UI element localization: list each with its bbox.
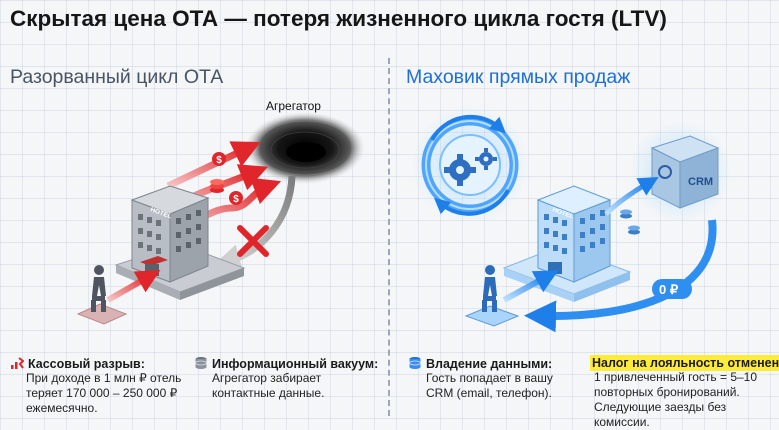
loyalty-tax-block: Налог на лояльность отменен: 1 привлечен… — [590, 355, 779, 430]
broken-chart-icon — [11, 357, 24, 369]
loyalty-tax-title: Налог на лояльность отменен: — [590, 355, 779, 371]
data-ownership-line: CRM (email, телефон). — [426, 386, 552, 400]
right-panel-heading: Маховик прямых продаж — [406, 66, 631, 88]
cash-gap-block: Кассовый разрыв: При доходе в 1 млн ₽ от… — [10, 356, 186, 416]
guest-person-icon — [91, 265, 106, 312]
info-vacuum-title: Информационный вакуум: — [212, 357, 379, 371]
zero-commission-label: 0 ₽ — [659, 282, 679, 297]
database-icon — [195, 357, 207, 369]
cash-gap-line: теряет 170 000 – 250 000 ₽ — [26, 386, 178, 400]
loyalty-tax-line: Следующие заезды без комиссии. — [594, 400, 727, 429]
guest-person-icon — [482, 265, 497, 312]
page-title: Скрытая цена ОТА — потеря жизненного цик… — [10, 6, 667, 31]
info-vacuum-line: Агрегатор забирает — [212, 371, 322, 385]
blocked-x-icon — [237, 225, 269, 257]
svg-text:$: $ — [216, 155, 222, 166]
flywheel-gears-icon — [412, 107, 528, 223]
info-vacuum-line: контактные данные. — [212, 386, 325, 400]
svg-text:$: $ — [233, 194, 239, 205]
cash-gap-title: Кассовый разрыв: — [28, 357, 145, 371]
database-icon — [409, 357, 421, 369]
guest-to-hotel-arrow — [106, 270, 161, 303]
info-vacuum-block: Информационный вакуум: Агрегатор забирае… — [194, 356, 384, 401]
guest-to-hotel-arrow — [502, 270, 559, 303]
coins-stack-icon — [210, 179, 224, 193]
data-ownership-block: Владение данными: Гость попадает в вашу … — [408, 356, 578, 401]
cash-gap-line: При доходе в 1 млн ₽ отель — [26, 371, 182, 385]
aggregator-label: Агрегатор — [266, 99, 321, 113]
zero-commission-badge — [652, 279, 692, 299]
panel-divider — [388, 58, 390, 416]
crm-safe-icon — [630, 122, 730, 222]
database-coins-icon — [620, 209, 640, 235]
loyalty-tax-line: 1 привлеченный гость = 5–10 — [594, 370, 758, 384]
money-coin-icon: $ — [229, 191, 243, 205]
data-ownership-line: Гость попадает в вашу — [426, 371, 553, 385]
money-coin-icon: $ — [212, 152, 226, 166]
aggregator-black-hole-icon — [245, 112, 365, 184]
left-panel-heading: Разорванный цикл ОТА — [10, 66, 224, 88]
cash-gap-line: ежемесячно. — [26, 401, 98, 415]
loyalty-tax-line: повторных бронирований. — [594, 385, 740, 399]
crm-label: CRM — [688, 176, 713, 188]
data-to-crm-arrow — [604, 177, 659, 216]
hotel-building-icon — [502, 185, 632, 302]
blocked-return-arrow — [212, 175, 296, 272]
data-ownership-title: Владение данными: — [426, 357, 553, 371]
